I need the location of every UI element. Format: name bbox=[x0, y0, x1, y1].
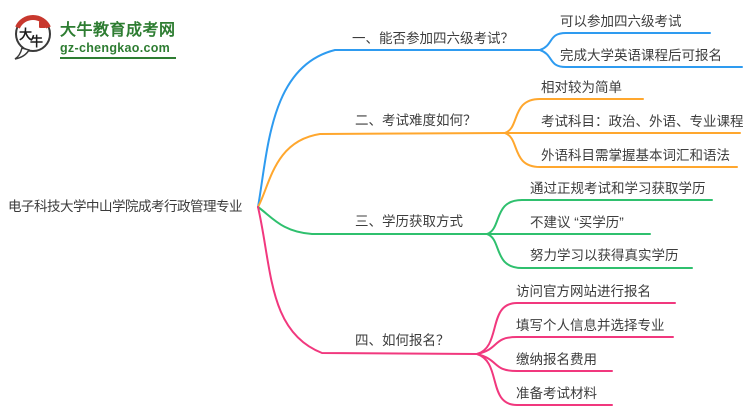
svg-text:大: 大 bbox=[19, 27, 32, 43]
site-logo-text: 大牛教育成考网 gz-chengkao.com bbox=[60, 11, 176, 59]
svg-text:牛: 牛 bbox=[30, 34, 43, 50]
site-logo-domain: gz-chengkao.com bbox=[60, 41, 176, 59]
branch4-label: 四、如何报名？ bbox=[355, 333, 450, 348]
mindmap-root-node: 电子科技大学中山学院成考行政管理专业 bbox=[8, 199, 243, 214]
site-logo: 大 牛 大牛教育成考网 gz-chengkao.com bbox=[12, 11, 176, 61]
branch4-child3-label: 缴纳报名费用 bbox=[516, 352, 597, 367]
daniu-bull-seal-icon: 大 牛 bbox=[14, 14, 51, 60]
branch4-child4-label: 准备考试材料 bbox=[516, 386, 597, 401]
branch3-label: 三、学历获取方式 bbox=[355, 214, 463, 229]
branch2-label: 二、考试难度如何？ bbox=[355, 113, 477, 128]
branch1-label: 一、能否参加四六级考试？ bbox=[352, 31, 514, 46]
branch1-child2-label: 完成大学英语课程后可报名 bbox=[560, 48, 722, 63]
branch3-child2-label: 不建议 “买学历” bbox=[530, 215, 624, 230]
branch2-child2-label: 考试科目：政治、外语、专业课程 bbox=[541, 114, 744, 129]
branch4-child1-label: 访问官方网站进行报名 bbox=[516, 284, 651, 299]
branch2-child1-label: 相对较为简单 bbox=[541, 80, 622, 95]
branch4-child2-label: 填写个人信息并选择专业 bbox=[516, 318, 665, 333]
branch3-child1-label: 通过正规考试和学习获取学历 bbox=[530, 181, 706, 196]
branch2-trunk-line bbox=[257, 132, 506, 208]
branch2-child3-label: 外语科目需掌握基本词汇和语法 bbox=[541, 148, 730, 163]
branch3-child3-label: 努力学习以获得真实学历 bbox=[530, 248, 679, 263]
site-logo-title: 大牛教育成考网 bbox=[60, 22, 176, 39]
branch1-child1-label: 可以参加四六级考试 bbox=[560, 14, 682, 29]
